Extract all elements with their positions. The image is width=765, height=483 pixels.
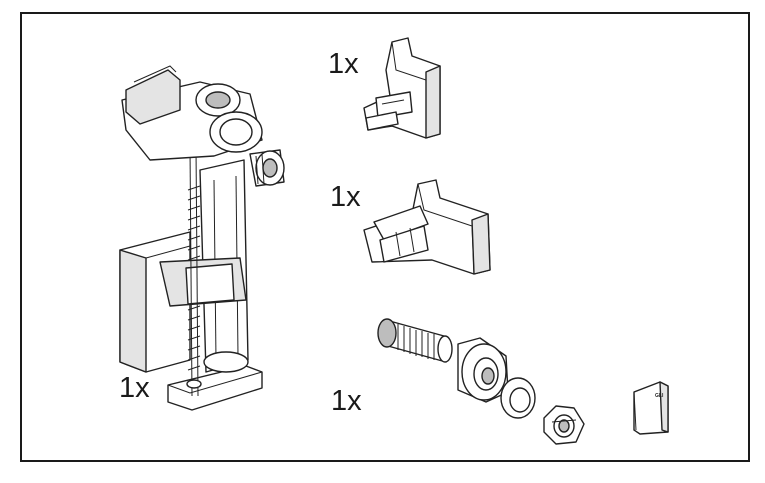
- fill-valve-icon: [119, 65, 285, 411]
- mounting-clip-icon: [363, 37, 441, 139]
- instruction-booklet-icon: GLI: [633, 381, 669, 435]
- booklet-cover-text: GLI: [655, 393, 664, 399]
- illustration-frame: [20, 12, 750, 462]
- quantity-label-connector-set: 1x: [331, 385, 362, 417]
- quantity-label-mounting-clip: 1x: [328, 48, 359, 80]
- mounting-bracket-icon: [363, 179, 491, 275]
- quantity-label-fill-valve: 1x: [119, 372, 150, 404]
- connector-set-icon: [377, 318, 585, 445]
- quantity-label-mounting-bracket: 1x: [330, 181, 361, 213]
